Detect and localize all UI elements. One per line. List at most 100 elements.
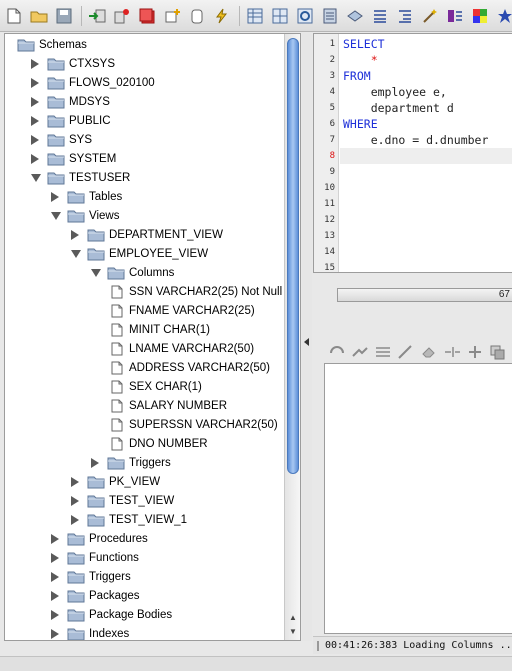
expand-arrow-icon[interactable] — [51, 628, 59, 639]
tree-node[interactable]: TESTUSER — [31, 168, 130, 187]
tree-node-label: SSN VARCHAR2(25) Not Null — [129, 285, 283, 298]
tree-node[interactable]: SUPERSSN VARCHAR2(50) — [111, 415, 278, 434]
color-icon[interactable] — [470, 6, 490, 26]
expand-arrow-icon[interactable] — [31, 77, 39, 88]
tree-node[interactable]: Procedures — [51, 529, 148, 548]
pen-icon[interactable] — [397, 344, 415, 360]
expand-arrow-icon[interactable] — [91, 457, 99, 468]
expand-arrow-icon[interactable] — [71, 514, 79, 525]
expand-arrow-icon[interactable] — [51, 191, 59, 202]
table-icon[interactable] — [245, 6, 265, 26]
scroll-down-icon[interactable]: ▼ — [289, 626, 297, 636]
new-object-icon[interactable] — [162, 6, 182, 26]
star-icon[interactable] — [495, 6, 512, 26]
expand-arrow-icon[interactable] — [71, 476, 79, 487]
tree-node[interactable]: CTXSYS — [31, 54, 115, 73]
tree-scrollbar[interactable]: ▲ ▼ — [284, 34, 300, 640]
lightning-icon[interactable] — [212, 6, 232, 26]
tree-node[interactable]: FNAME VARCHAR2(25) — [111, 301, 255, 320]
tree-node[interactable]: DNO NUMBER — [111, 434, 208, 453]
tree-node[interactable]: Indexes — [51, 624, 129, 640]
tree-node[interactable]: SYS — [31, 130, 92, 149]
new-file-icon[interactable] — [4, 6, 24, 26]
code-text: e.dno = d.dnumber — [343, 133, 489, 147]
tree-scrollbar-thumb[interactable] — [287, 38, 299, 474]
tree-node[interactable]: Functions — [51, 548, 139, 567]
pane-splitter[interactable] — [302, 33, 312, 641]
tree-node[interactable]: SALARY NUMBER — [111, 396, 227, 415]
refresh-icon[interactable] — [295, 6, 315, 26]
document-icon[interactable] — [320, 6, 340, 26]
tree-node[interactable]: MINIT CHAR(1) — [111, 320, 210, 339]
collapse-arrow-icon[interactable] — [71, 249, 81, 258]
tree-node[interactable]: Columns — [91, 263, 174, 282]
expand-arrow-icon[interactable] — [31, 134, 39, 145]
expand-arrow-icon[interactable] — [31, 115, 39, 126]
tree-node[interactable]: Triggers — [91, 453, 171, 472]
tree-node[interactable]: Views — [51, 206, 119, 225]
expand-arrow-icon[interactable] — [31, 58, 39, 69]
tree-node[interactable]: Triggers — [51, 567, 131, 586]
tree-node[interactable]: Package Bodies — [51, 605, 172, 624]
line-number: 10 — [324, 183, 335, 193]
collapse-arrow-icon[interactable] — [51, 211, 61, 220]
tree-node[interactable]: ADDRESS VARCHAR2(50) — [111, 358, 270, 377]
tree-node[interactable]: SSN VARCHAR2(25) Not Null — [111, 282, 282, 301]
tree-node[interactable]: SYSTEM — [31, 149, 116, 168]
tree-node[interactable]: TEST_VIEW — [71, 491, 174, 510]
stop-icon[interactable] — [137, 6, 157, 26]
open-folder-icon[interactable] — [29, 6, 49, 26]
tree-node-label: TEST_VIEW_1 — [109, 513, 187, 526]
tree-node[interactable]: PK_VIEW — [71, 472, 160, 491]
move-icon[interactable] — [466, 344, 484, 360]
tree-node[interactable]: Tables — [51, 187, 122, 206]
output-panel[interactable] — [324, 363, 512, 634]
tree-node[interactable]: Packages — [51, 586, 140, 605]
tree-node[interactable]: DEPARTMENT_VIEW — [71, 225, 223, 244]
tree-node[interactable]: SEX CHAR(1) — [111, 377, 202, 396]
list-icon[interactable] — [374, 344, 392, 360]
line-number: 7 — [329, 135, 335, 145]
wand-icon[interactable] — [420, 6, 440, 26]
folder-icon — [47, 58, 65, 70]
expand-arrow-icon[interactable] — [51, 609, 59, 620]
undo-icon[interactable] — [328, 344, 346, 360]
copy-icon[interactable] — [489, 344, 507, 360]
collapse-arrow-icon[interactable] — [31, 173, 41, 182]
tree-node[interactable]: Schemas — [11, 35, 87, 54]
export-icon[interactable] — [112, 6, 132, 26]
tree-node[interactable]: EMPLOYEE_VIEW — [71, 244, 208, 263]
expand-arrow-icon[interactable] — [51, 552, 59, 563]
code-line: e.dno = d.dnumber — [343, 132, 489, 148]
format-icon[interactable] — [445, 6, 465, 26]
expand-arrow-icon[interactable] — [31, 96, 39, 107]
collapse-left-icon[interactable] — [304, 338, 309, 346]
eraser-icon[interactable] — [420, 344, 438, 360]
scroll-up-icon[interactable]: ▲ — [289, 612, 297, 622]
clipboard-icon[interactable] — [187, 6, 207, 26]
expand-arrow-icon[interactable] — [31, 153, 39, 164]
tree-node[interactable]: FLOWS_020100 — [31, 73, 155, 92]
expand-arrow-icon[interactable] — [51, 533, 59, 544]
split-icon[interactable] — [443, 344, 461, 360]
expand-arrow-icon[interactable] — [51, 590, 59, 601]
tree-node[interactable]: MDSYS — [31, 92, 110, 111]
import-icon[interactable] — [87, 6, 107, 26]
indent-icon[interactable] — [395, 6, 415, 26]
tree-node[interactable]: TEST_VIEW_1 — [71, 510, 187, 529]
align-icon[interactable] — [370, 6, 390, 26]
expand-arrow-icon[interactable] — [71, 229, 79, 240]
collapse-arrow-icon[interactable] — [91, 268, 101, 277]
expand-arrow-icon[interactable] — [71, 495, 79, 506]
save-icon[interactable] — [54, 6, 74, 26]
folder-icon — [87, 495, 105, 507]
tree-node[interactable]: LNAME VARCHAR2(50) — [111, 339, 254, 358]
expand-arrow-icon[interactable] — [51, 571, 59, 582]
tree-node[interactable]: PUBLIC — [31, 111, 111, 130]
grid-icon[interactable] — [270, 6, 290, 26]
layers-icon[interactable] — [345, 6, 365, 26]
link-icon[interactable] — [351, 344, 369, 360]
code-text: department d — [343, 101, 454, 115]
progress-text: 67 — [498, 289, 510, 300]
